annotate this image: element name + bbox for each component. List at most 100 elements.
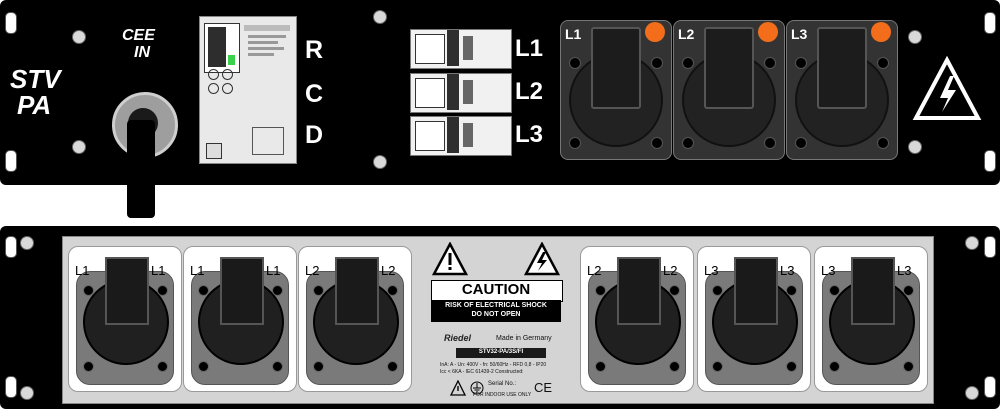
screw (908, 140, 922, 154)
model-box (456, 348, 546, 358)
circuit-breaker-l2 (410, 73, 512, 113)
spec-line-1: InA: A - Un: 400V - fn: 50/60Hz - RFD 0,… (440, 362, 547, 368)
breaker-print (463, 123, 473, 147)
socket-screw (795, 137, 807, 149)
socket-screw (157, 361, 168, 372)
front-panel: STV PA CEE IN R C D (0, 0, 1000, 185)
socket-label-l1: L1 (565, 26, 582, 42)
socket-cover-flap[interactable] (851, 257, 895, 325)
socket-phase-label-left: L3 (821, 263, 836, 278)
general-warning-icon (432, 242, 468, 276)
breaker-lever[interactable] (415, 78, 445, 108)
model-label: STV32-PA/3S/FI (478, 349, 524, 355)
ce-mark: CE (534, 380, 553, 395)
socket-screw (786, 285, 797, 296)
rack-mount-slot (984, 236, 996, 258)
rcd-symbols (208, 69, 238, 99)
rack-mount-slot (5, 12, 17, 34)
socket-cover-flap[interactable] (617, 257, 661, 325)
socket-screw (595, 361, 606, 372)
socket-phase-label-left: L2 (587, 263, 602, 278)
electrical-hazard-icon (524, 242, 560, 276)
socket-cover-flap[interactable] (704, 27, 754, 109)
rcd-letter-c: C (305, 80, 324, 108)
made-in-label: Made in Germany (496, 335, 552, 342)
socket-screw (764, 137, 776, 149)
socket-screw (764, 57, 776, 69)
rear-socket-4[interactable]: L2 L2 (580, 246, 694, 392)
socket-phase-label-left: L3 (704, 263, 719, 278)
rcd-test-button[interactable] (206, 143, 222, 159)
breaker-label-l1: L1 (515, 35, 544, 62)
socket-phase-label-left: L2 (305, 263, 320, 278)
socket-phase-label-right: L2 (663, 263, 678, 278)
inlet-label-cee: CEE (122, 27, 155, 44)
front-socket-l3[interactable] (786, 20, 898, 160)
indicator-led-l1 (645, 22, 665, 42)
socket-label-l3: L3 (791, 26, 808, 42)
rack-mount-slot (5, 150, 17, 172)
rcd-switch-lever[interactable] (208, 27, 226, 67)
socket-cover-flap[interactable] (734, 257, 778, 325)
socket-screw (903, 285, 914, 296)
socket-screw (682, 137, 694, 149)
rack-mount-slot (984, 150, 996, 172)
socket-cover-flap[interactable] (220, 257, 264, 325)
screw (965, 386, 979, 400)
socket-cover-flap[interactable] (817, 27, 867, 109)
socket-screw (682, 57, 694, 69)
socket-screw (83, 361, 94, 372)
rack-mount-slot (984, 12, 996, 34)
warning-small-icon (450, 380, 466, 396)
breaker-label-l3: L3 (515, 121, 544, 148)
socket-phase-label-right: L2 (381, 263, 396, 278)
socket-cover-flap[interactable] (105, 257, 149, 325)
breaker-lever[interactable] (415, 121, 445, 151)
socket-screw (877, 137, 889, 149)
breaker-window (447, 30, 459, 66)
rack-mount-slot (5, 236, 17, 258)
socket-screw (712, 361, 723, 372)
rear-socket-2[interactable]: L1 L1 (183, 246, 297, 392)
rear-socket-3[interactable]: L2 L2 (298, 246, 412, 392)
rack-mount-slot (984, 376, 996, 398)
breaker-print (463, 36, 473, 60)
front-socket-l2[interactable] (673, 20, 785, 160)
socket-screw (903, 361, 914, 372)
rear-socket-6[interactable]: L3 L3 (814, 246, 928, 392)
socket-label-l2: L2 (678, 26, 695, 42)
manufacturer-logo: Riedel (444, 333, 472, 343)
breaker-label-l2: L2 (515, 78, 544, 105)
indicator-led-l3 (871, 22, 891, 42)
socket-phase-label-right: L3 (780, 263, 795, 278)
brand-label-pa: PA (17, 90, 52, 120)
inlet-label-in: IN (134, 44, 150, 61)
socket-screw (198, 361, 209, 372)
screw (72, 140, 86, 154)
socket-screw (877, 57, 889, 69)
screw (20, 236, 34, 250)
socket-screw (829, 361, 840, 372)
screw (373, 155, 387, 169)
rcd-letter-r: R (305, 36, 324, 64)
rear-socket-1[interactable]: L1 L1 (68, 246, 182, 392)
rcd-module (199, 16, 297, 164)
socket-cover-flap[interactable] (591, 27, 641, 109)
spec-line-2: Icc < 6KA - IEC 61439-2 Constructed: (440, 369, 524, 375)
breaker-window (447, 117, 459, 153)
rear-socket-5[interactable]: L3 L3 (697, 246, 811, 392)
breaker-lever[interactable] (415, 34, 445, 64)
socket-screw (651, 57, 663, 69)
socket-cover-flap[interactable] (335, 257, 379, 325)
socket-face (313, 279, 399, 365)
screw (908, 30, 922, 44)
front-socket-l1[interactable] (560, 20, 672, 160)
breaker-print (463, 80, 473, 104)
screw (965, 236, 979, 250)
socket-screw (595, 285, 606, 296)
high-voltage-warning-icon (912, 56, 982, 120)
ground-symbol-icon (470, 381, 484, 395)
breaker-window (447, 74, 459, 110)
socket-phase-label-right: L3 (897, 263, 912, 278)
socket-phase-label-left: L1 (75, 263, 90, 278)
